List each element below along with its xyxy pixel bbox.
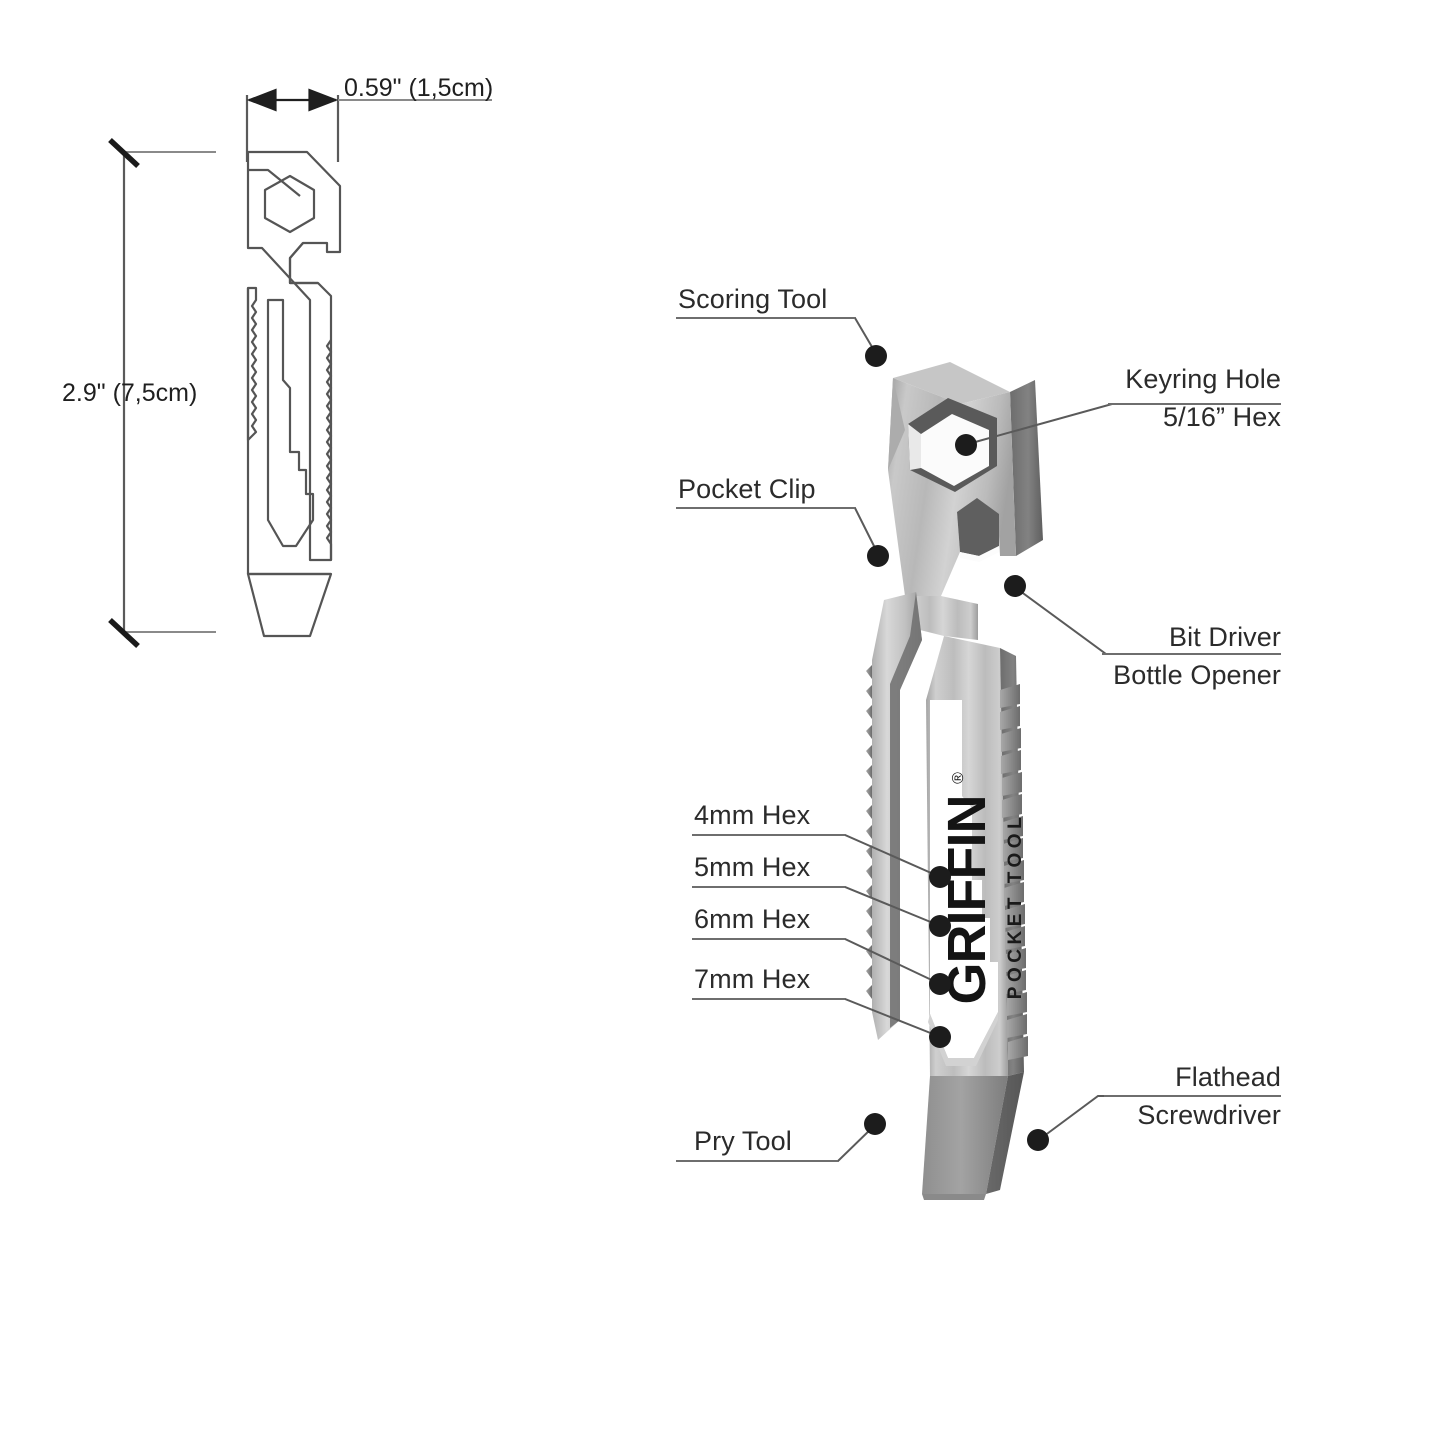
hex-slot-cutout (930, 700, 998, 1058)
callout-keyring-hole: Keyring Hole (1125, 364, 1281, 394)
width-dimension (245, 88, 492, 162)
height-dimension (108, 137, 216, 649)
hex-slot-inner-wall (928, 1012, 998, 1066)
head-top-bevel (893, 362, 1010, 404)
head-side-face (1010, 380, 1043, 556)
keyring-hole-face (921, 414, 989, 486)
scoring-tool-serrations (866, 665, 872, 999)
callout-hex-5mm: 5mm Hex (694, 852, 811, 882)
tool-neck (905, 596, 978, 640)
bottle-opener-notch (957, 498, 999, 556)
dot-hex-5mm (929, 915, 951, 937)
dot-pocket-clip (867, 545, 889, 567)
brand-name: GRIFFIN (937, 796, 997, 1005)
pry-tool-face (922, 1076, 1008, 1194)
dot-hex-7mm (929, 1026, 951, 1048)
callout-bottle-opener: Bottle Opener (1113, 660, 1281, 690)
brand-registered-mark: ® (950, 772, 967, 784)
callout-hex-6mm: 6mm Hex (694, 904, 811, 934)
callout-underlines (676, 317, 1281, 1162)
callout-flathead: Flathead (1175, 1062, 1281, 1092)
tool-outline-2d (246, 150, 342, 638)
flathead-side (986, 1072, 1024, 1194)
brand-lockup: GRIFFIN ® POCKET TOOL (937, 772, 1026, 1005)
width-dimension-label: 0.59" (1,5cm) (344, 74, 494, 102)
dot-scoring-tool (865, 345, 887, 367)
dot-flathead (1027, 1129, 1049, 1151)
callout-dots (864, 345, 1049, 1151)
callout-keyring-hex: 5/16” Hex (1163, 402, 1281, 432)
brand-subtitle: POCKET TOOL (1005, 813, 1026, 999)
callout-screwdriver: Screwdriver (1137, 1100, 1281, 1130)
dot-bit-driver (1004, 575, 1026, 597)
body-serrations (1000, 684, 1028, 1060)
tool-render-3d: GRIFFIN ® POCKET TOOL (866, 362, 1043, 1200)
callout-scoring-tool: Scoring Tool (678, 284, 828, 314)
callout-hex-7mm: 7mm Hex (694, 964, 811, 994)
callout-bit-driver: Bit Driver (1168, 622, 1281, 652)
callout-pry-tool: Pry Tool (694, 1126, 792, 1156)
pocket-clip-shadow (890, 592, 922, 1028)
dot-keyring-hole (955, 434, 977, 456)
height-dimension-label: 2.9" (7,5cm) (62, 379, 198, 407)
callout-hex-4mm: 4mm Hex (694, 800, 811, 830)
callout-pocket-clip: Pocket Clip (678, 474, 816, 504)
dot-hex-6mm (929, 973, 951, 995)
dot-pry-tool (864, 1113, 886, 1135)
dot-hex-4mm (929, 866, 951, 888)
